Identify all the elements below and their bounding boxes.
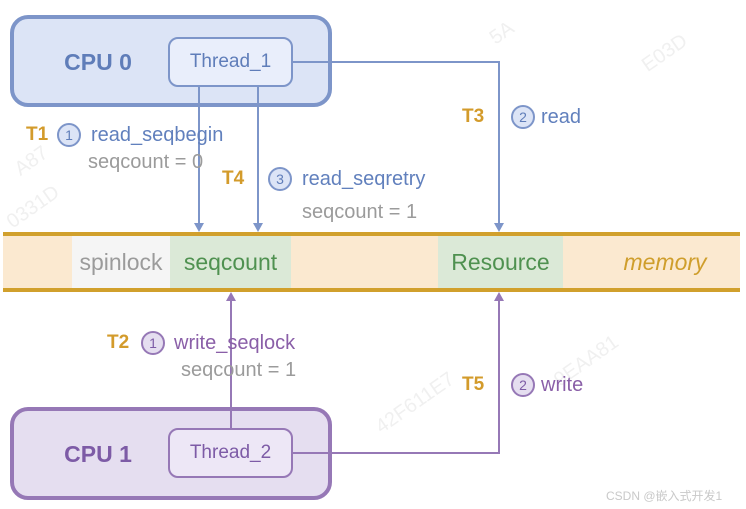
t3-tag: T3: [462, 106, 485, 127]
t5-arrowhead-icon: [494, 292, 504, 301]
diagonal-watermark: 42F611E7: [371, 368, 459, 439]
spinlock-label: spinlock: [79, 248, 163, 275]
t5-arrow-line-vertical: [498, 301, 500, 454]
diagonal-watermark: A87: [10, 141, 53, 181]
seqcount-label: seqcount: [183, 248, 278, 275]
t2-arrowhead-icon: [226, 292, 236, 301]
thread1-label: Thread_1: [189, 51, 272, 72]
memory-region-label: memory: [623, 249, 707, 275]
diagonal-watermark: 5A: [485, 17, 519, 50]
t3-arrow-line-vertical: [498, 61, 500, 224]
resource-cell: Resource: [438, 236, 563, 288]
t1-action-label: read_seqbegin: [91, 124, 224, 146]
t5-step-circle: 2: [511, 373, 535, 397]
cpu0-label: CPU 0: [64, 49, 132, 75]
diagonal-watermark: 0331D: [2, 181, 64, 234]
seqcount-cell: seqcount: [170, 236, 291, 288]
thread1-box: Thread_1: [168, 37, 293, 87]
t1-detail-label: seqcount = 0: [88, 151, 204, 173]
t3-step-circle: 2: [511, 105, 535, 129]
t5-arrow-line-horizontal: [293, 452, 499, 454]
t1-arrowhead-icon: [194, 223, 204, 232]
t4-action-label: read_seqretry: [302, 168, 426, 190]
t3-action-label: read: [541, 106, 582, 128]
t4-step-circle: 3: [268, 167, 292, 191]
t2-action-label: write_seqlock: [174, 332, 296, 354]
cpu1-label: CPU 1: [64, 441, 132, 467]
t1-step-circle: 1: [57, 123, 81, 147]
t3-arrow-line-horizontal: [293, 61, 499, 63]
t5-action-label: write: [541, 374, 584, 396]
thread2-box: Thread_2: [168, 428, 293, 478]
resource-label: Resource: [451, 248, 550, 275]
t5-tag: T5: [462, 374, 485, 395]
t2-detail-label: seqcount = 1: [181, 359, 297, 381]
diagonal-watermark: E03D: [637, 29, 692, 77]
t4-tag: T4: [222, 168, 245, 189]
t2-step-circle: 1: [141, 331, 165, 355]
t3-arrowhead-icon: [494, 223, 504, 232]
t4-arrow-line: [257, 87, 259, 224]
t2-tag: T2: [107, 332, 130, 353]
thread2-label: Thread_2: [189, 442, 272, 463]
t4-arrowhead-icon: [253, 223, 263, 232]
t2-arrow-line: [230, 301, 232, 428]
t4-detail-label: seqcount = 1: [302, 201, 418, 223]
t1-tag: T1: [26, 124, 49, 145]
spinlock-cell: spinlock: [72, 236, 170, 288]
csdn-credit-watermark: CSDN @嵌入式开发1: [606, 489, 723, 503]
t1-arrow-line: [198, 87, 200, 224]
